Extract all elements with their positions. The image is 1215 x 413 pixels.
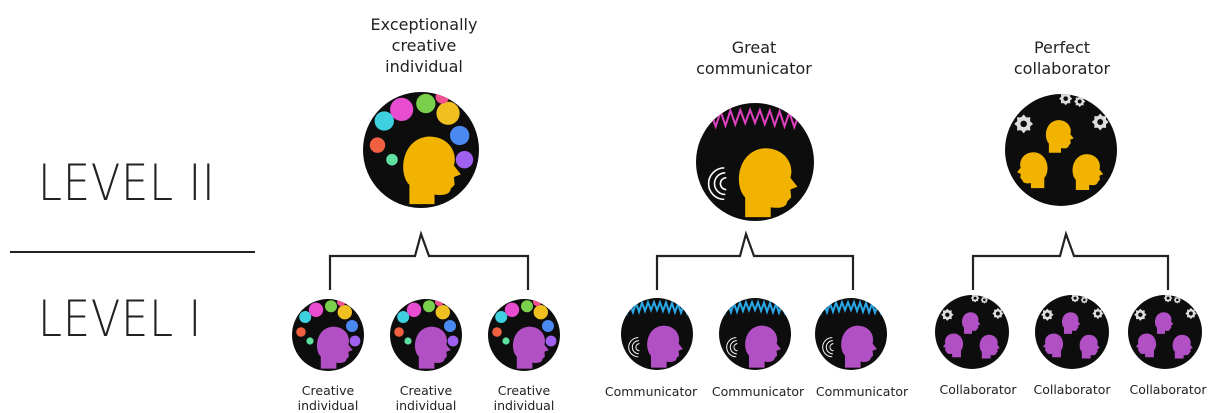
level-1-node-communicator-3 <box>815 298 887 370</box>
head-silhouette-icon <box>738 148 798 218</box>
member-label-communicator-3: Communicator <box>815 384 909 399</box>
colorful-bubbles-icon <box>397 311 410 323</box>
level-1-node-creative-3 <box>488 299 560 371</box>
head-silhouette-icon <box>1062 312 1081 334</box>
group-title-creative: Exceptionally creative individual <box>370 15 478 76</box>
colorful-bubbles-icon <box>299 311 312 323</box>
member-label-creative-3: Creative individual <box>493 383 555 413</box>
head-silhouette-icon <box>745 325 781 368</box>
level-2-node-creative <box>363 92 479 208</box>
head-silhouette-icon <box>1155 312 1174 334</box>
bracket-communicator <box>655 230 855 290</box>
member-label-creative-1: Creative individual <box>297 383 359 413</box>
level-2-label: LEVEL II <box>38 154 216 212</box>
level-1-label: LEVEL I <box>38 290 203 348</box>
sound-wave-icon <box>635 343 640 352</box>
colorful-bubbles-icon <box>495 311 508 323</box>
level-1-node-communicator-2 <box>719 298 791 370</box>
sound-wave-icon <box>829 343 834 352</box>
head-silhouette-icon <box>403 136 461 205</box>
member-label-communicator-2: Communicator <box>711 384 805 399</box>
level-2-node-communicator <box>696 103 814 221</box>
member-label-collaborator-3: Collaborator <box>1129 382 1207 397</box>
head-silhouette-icon <box>647 325 683 368</box>
bracket-collaborator <box>971 230 1170 290</box>
sound-wave-icon <box>719 176 727 191</box>
level-1-node-creative-2 <box>390 299 462 371</box>
colorful-bubbles-icon <box>374 111 394 131</box>
level-1-node-collaborator-3 <box>1128 295 1202 369</box>
bracket-creative <box>328 230 530 290</box>
member-label-collaborator-2: Collaborator <box>1033 382 1111 397</box>
head-silhouette-icon <box>414 326 451 369</box>
level-1-node-collaborator-1 <box>935 295 1009 369</box>
member-label-communicator-1: Communicator <box>604 384 698 399</box>
group-title-communicator: Great communicator <box>696 38 812 78</box>
level-1-node-collaborator-2 <box>1035 295 1109 369</box>
member-label-collaborator-1: Collaborator <box>939 382 1017 397</box>
gear-icon <box>1134 308 1147 321</box>
head-silhouette-icon <box>962 312 981 334</box>
level-1-node-communicator-1 <box>621 298 693 370</box>
gear-icon <box>1041 308 1054 321</box>
group-title-collaborator: Perfect collaborator <box>1013 38 1111 78</box>
gear-icon <box>941 308 954 321</box>
sound-wave-icon <box>733 343 738 352</box>
member-label-creative-2: Creative individual <box>395 383 457 413</box>
head-silhouette-icon <box>1045 120 1074 153</box>
head-silhouette-icon <box>512 326 549 369</box>
head-silhouette-icon <box>316 326 353 369</box>
gear-icon <box>1014 114 1033 134</box>
level-1-node-creative-1 <box>292 299 364 371</box>
head-silhouette-icon <box>841 325 877 368</box>
level-2-node-collaborator <box>1005 94 1117 206</box>
